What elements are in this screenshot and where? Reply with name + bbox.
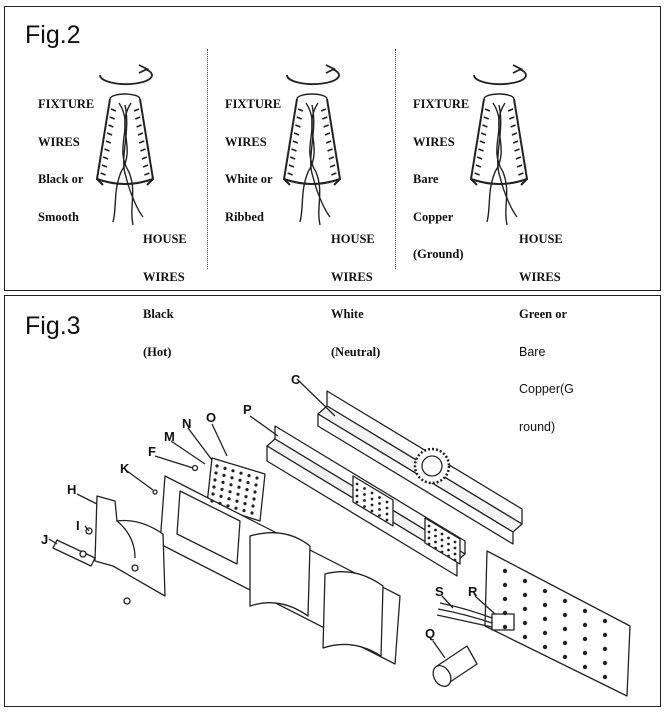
house-line: Copper(G — [519, 382, 574, 396]
fixture-line: Ribbed — [225, 209, 264, 224]
part-label-i: I — [76, 518, 80, 533]
house-wires-label-1: HOUSE WIRES Black (Hot) — [143, 208, 187, 383]
fixture-wires-label-1: FIXTURE WIRES Black or Smooth — [38, 73, 94, 248]
house-line: HOUSE — [331, 232, 375, 246]
house-wires-label-2: HOUSE WIRES White (Neutral) — [331, 208, 380, 383]
fig3-title: Fig.3 — [25, 312, 81, 340]
fixture-line: FIXTURE — [413, 97, 470, 111]
part-label-m: M — [164, 429, 175, 444]
part-label-h: H — [67, 482, 77, 497]
exploded-assembly-drawing — [48, 378, 631, 697]
fixture-line: Bare — [413, 172, 439, 186]
part-label-q: Q — [425, 626, 436, 641]
house-line: (Hot) — [143, 344, 172, 359]
fixture-line: WIRES — [413, 134, 455, 149]
part-label-c: C — [291, 372, 301, 387]
house-line: HOUSE — [143, 232, 187, 246]
wire-nut-drawings — [95, 64, 529, 226]
wire-nut-3 — [469, 64, 529, 226]
fixture-line: WIRES — [38, 134, 80, 149]
wire-nut-2 — [282, 64, 342, 226]
fixture-line: (Ground) — [413, 247, 464, 261]
fixture-line: White or — [225, 172, 273, 186]
wire-nut-1 — [95, 64, 155, 226]
part-label-k: K — [120, 461, 130, 476]
fixture-line: FIXTURE — [38, 97, 95, 111]
fig2-panel: Fig.2 FIXTURE WIRES Black or Smooth HOUS… — [4, 6, 661, 433]
fixture-wires-label-2: FIXTURE WIRES White or Ribbed — [225, 73, 281, 248]
fixture-line: Copper — [413, 209, 454, 224]
house-line: (Neutral) — [331, 344, 381, 359]
house-line: WIRES — [331, 269, 373, 284]
part-label-f: F — [148, 444, 156, 459]
column-divider-1 — [207, 49, 208, 269]
part-label-n: N — [182, 416, 192, 431]
part-label-j: J — [41, 532, 49, 547]
column-divider-2 — [395, 49, 396, 269]
house-line-bold: Green or — [519, 307, 568, 321]
part-label-s: S — [435, 584, 444, 599]
house-line: Black — [143, 307, 174, 321]
house-line: round) — [519, 419, 556, 434]
part-label-r: R — [468, 584, 478, 599]
fixture-wires-label-3: FIXTURE WIRES Bare Copper (Ground) — [413, 73, 469, 286]
house-line: Green or — [519, 308, 574, 321]
fixture-line: FIXTURE — [225, 97, 282, 111]
house-line: HOUSE — [519, 232, 563, 246]
house-line: Bare — [519, 344, 546, 359]
fig3-panel: Fig.3 — [4, 295, 661, 707]
fixture-line: Black or — [38, 172, 84, 186]
fixture-line: WIRES — [225, 134, 267, 149]
part-label-p: P — [243, 402, 252, 417]
house-line: WIRES — [143, 269, 185, 284]
house-line: WIRES — [519, 269, 561, 284]
fig2-title: Fig.2 — [25, 21, 81, 49]
fixture-line: Smooth — [38, 209, 79, 224]
part-label-o: O — [206, 410, 217, 425]
house-line: White — [331, 307, 364, 321]
house-wires-label-3: HOUSE WIRES Green or Bare Copper(G round… — [519, 208, 574, 458]
